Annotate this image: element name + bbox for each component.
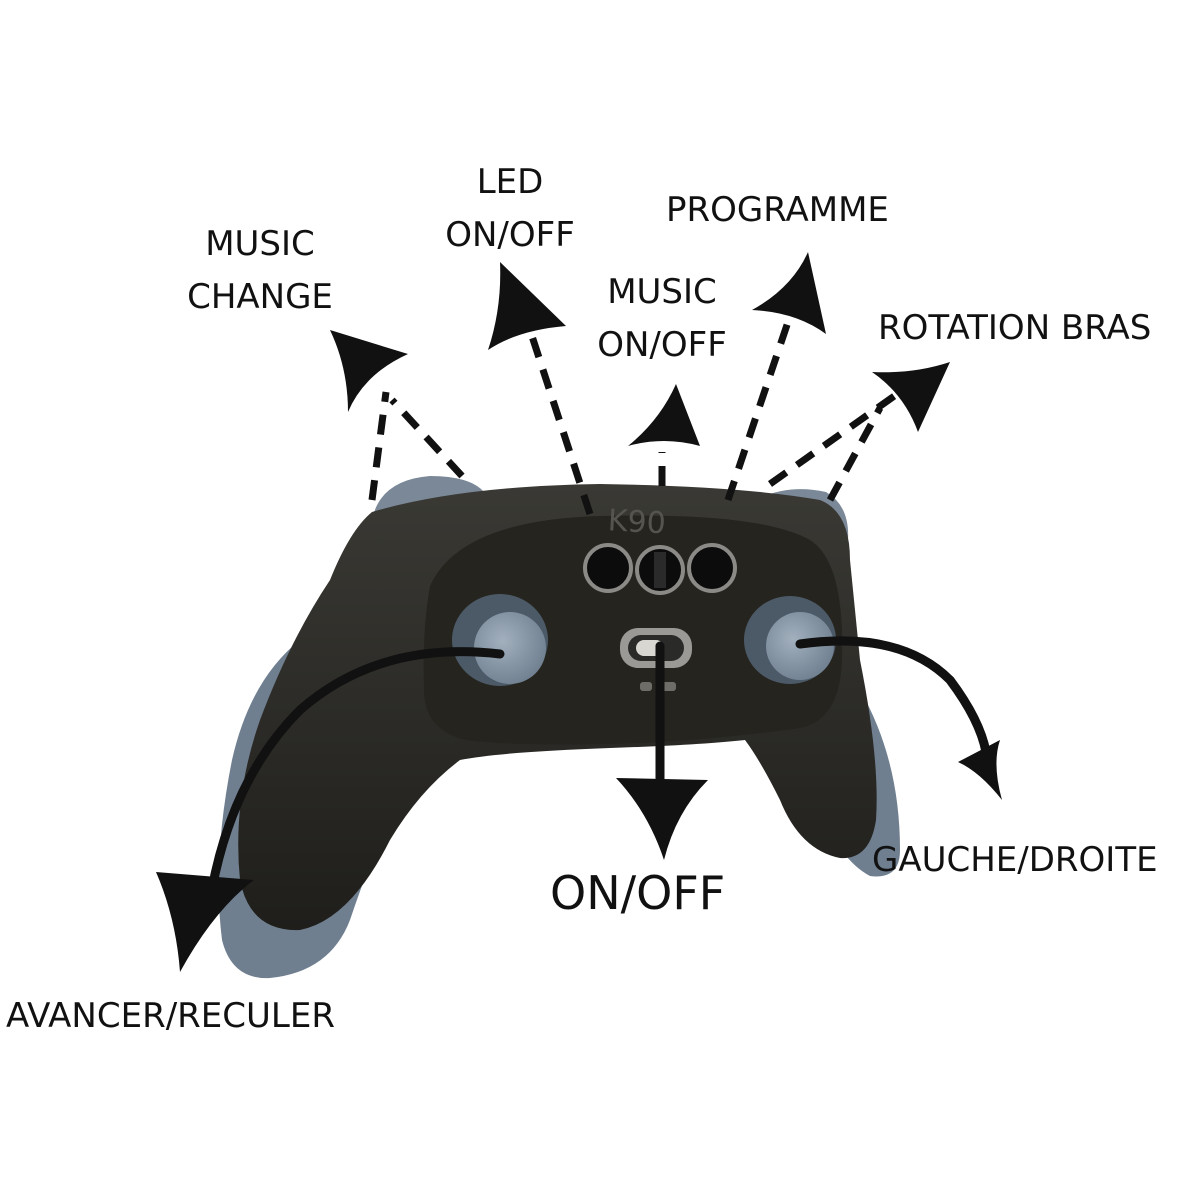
- brand-logo: K90: [607, 503, 667, 541]
- label-programme: PROGRAMME: [666, 190, 889, 230]
- top-buttons: [583, 543, 737, 595]
- solid-arrows: [205, 636, 991, 905]
- left-stick: [452, 594, 548, 686]
- label-music-change: MUSIC CHANGE: [187, 224, 333, 317]
- label-music-on-off: MUSIC ON/OFF: [597, 272, 727, 365]
- label-rotation-bras: ROTATION BRAS: [878, 308, 1152, 348]
- solid-arrowheads: [156, 740, 1002, 972]
- label-on-off: ON/OFF: [550, 866, 726, 920]
- dashed-arrows: [368, 314, 903, 516]
- arrowheads: [330, 252, 950, 446]
- label-gauche-droite: GAUCHE/DROITE: [872, 840, 1158, 880]
- label-led-on-off: LED ON/OFF: [445, 162, 575, 255]
- label-avancer-reculer: AVANCER/RECULER: [6, 996, 335, 1036]
